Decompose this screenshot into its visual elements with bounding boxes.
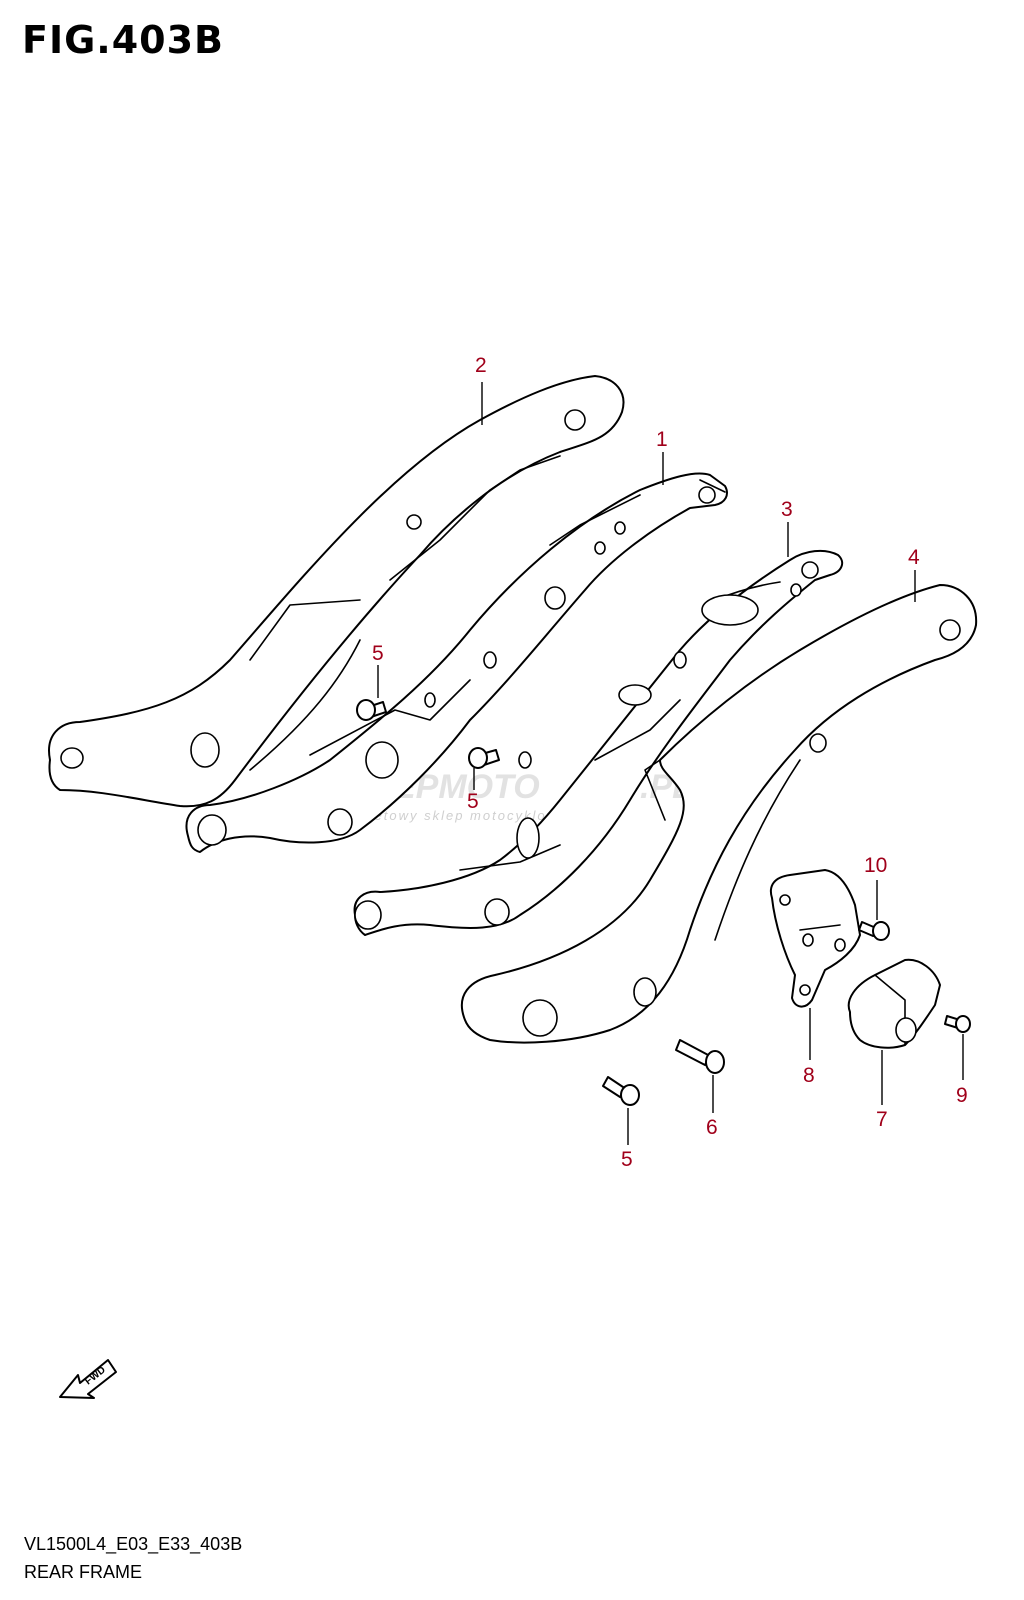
callout-3: 3 [781,498,793,521]
callout-9: 9 [956,1084,968,1107]
bolt-5a [356,699,387,721]
callout-2: 2 [475,354,487,377]
callout-6: 6 [706,1116,718,1139]
bolt-6 [675,1039,725,1074]
part-8-bracket [770,869,861,1008]
figure-title: FIG.403B [22,18,225,62]
bolt-5c [602,1076,640,1106]
part-2-frame-plate [48,375,625,808]
leader-lines [377,382,964,1145]
callout-4: 4 [908,546,920,569]
callout-5a: 5 [372,642,384,665]
part-1-inner-frame [185,472,728,853]
figure-name: REAR FRAME [24,1562,143,1582]
callout-8: 8 [803,1064,815,1087]
callout-10: 10 [864,854,887,877]
part-7-cushion [847,958,941,1049]
callout-5b: 5 [467,790,479,813]
bolt-5b [468,747,500,769]
part-3-inner-frame [353,549,844,936]
bolt-10 [858,921,890,941]
callout-5c: 5 [621,1148,633,1171]
bolt-9 [944,1015,971,1033]
part-4-frame-plate [460,584,978,1044]
callout-1: 1 [656,428,668,451]
watermark-tagline: internetowy sklep motocyklowy [330,808,566,823]
callout-7: 7 [876,1108,888,1131]
callouts: 2 1 3 4 5 5 5 6 7 8 9 10 [372,354,968,1171]
fwd-arrow-icon: FWD [59,1359,117,1399]
figure-code: VL1500L4_E03_E33_403B [24,1534,243,1554]
